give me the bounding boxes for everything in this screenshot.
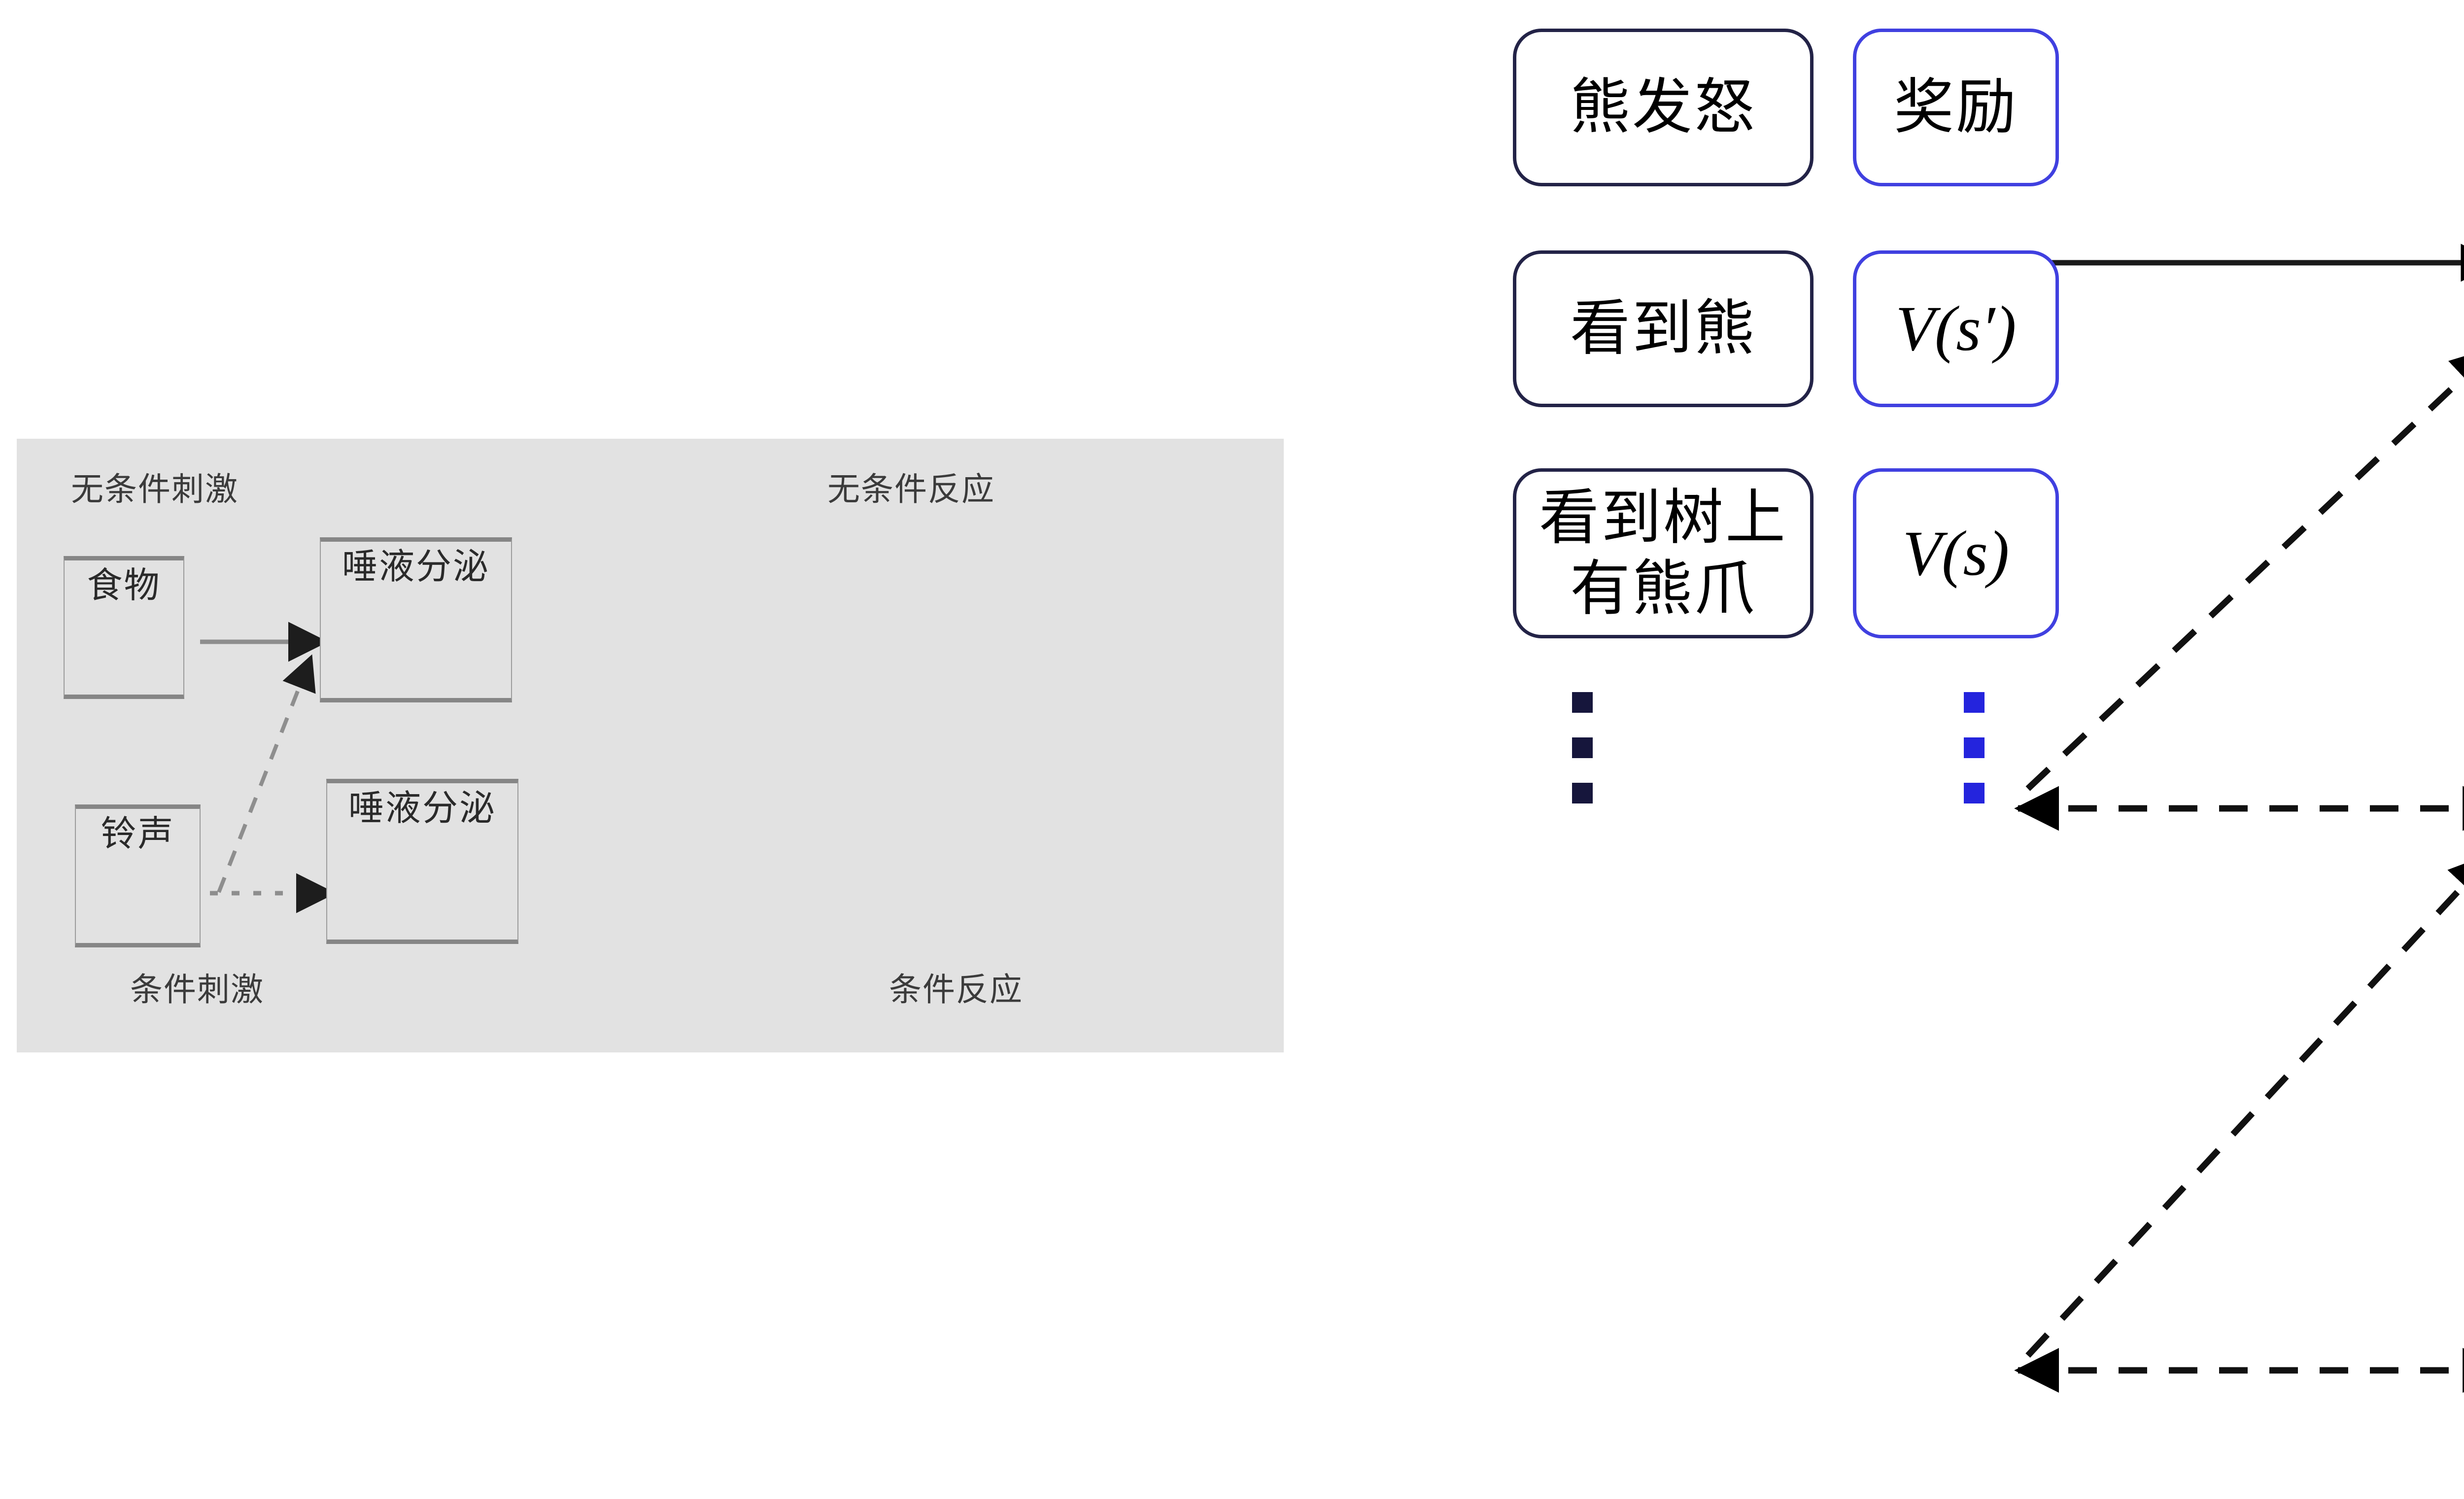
caption-conditioned-stimulus: 条件刺激 <box>130 971 264 1009</box>
ellipsis-dot <box>1572 692 1593 713</box>
box-salivation-conditioned: 唾液分泌 <box>326 779 518 944</box>
ellipsis-dot <box>1964 783 1985 803</box>
edge-see-bear-to-reward <box>2025 346 2464 791</box>
node-reward-label: 奖励 <box>1894 72 2018 142</box>
box-salivation-unconditioned: 唾液分泌 <box>320 537 512 702</box>
td-diagram-connectors <box>2014 244 2464 1393</box>
classical-conditioning-panel: 无条件刺激 无条件反应 条件刺激 条件反应 食物 铃声 唾液分泌 唾液分泌 <box>17 439 1284 1052</box>
node-see-bear-label: 看到熊 <box>1570 293 1756 364</box>
node-value-s-prime-label: V(s′) <box>1895 293 2017 364</box>
ellipsis-dot <box>1572 737 1593 758</box>
node-bear-angry[interactable]: 熊发怒 <box>1513 29 1814 186</box>
ellipsis-dot <box>1572 783 1593 803</box>
node-value-s[interactable]: V(s) <box>1853 468 2059 638</box>
caption-conditioned-response: 条件反应 <box>889 971 1023 1009</box>
edge-claw-to-v-s-prime <box>2025 852 2464 1358</box>
classical-conditioning-connectors <box>200 622 336 913</box>
node-reward[interactable]: 奖励 <box>1853 29 2059 186</box>
ellipsis-right-column <box>1964 692 1985 803</box>
box-food-label: 食物 <box>87 564 161 606</box>
ellipsis-left-column <box>1572 692 1593 803</box>
ellipsis-dot <box>1964 692 1985 713</box>
edge-bell-to-salivation-upper <box>217 654 316 893</box>
box-bell-label: 铃声 <box>101 813 175 854</box>
caption-unconditioned-stimulus: 无条件刺激 <box>71 470 239 508</box>
box-salivation-2-label: 唾液分泌 <box>348 787 496 829</box>
td-learning-panel: 熊发怒 看到熊 看到树上 有熊爪 奖励 V(s′) V(s) <box>1429 0 2464 1499</box>
box-bell: 铃声 <box>75 804 201 947</box>
node-value-s-label: V(s) <box>1902 518 2010 589</box>
node-see-bear[interactable]: 看到熊 <box>1513 250 1814 407</box>
node-value-s-prime[interactable]: V(s′) <box>1853 250 2059 407</box>
node-bear-angry-label: 熊发怒 <box>1570 72 1756 142</box>
ellipsis-dot <box>1964 737 1985 758</box>
box-salivation-1-label: 唾液分泌 <box>342 546 490 587</box>
caption-unconditioned-response: 无条件反应 <box>827 470 995 508</box>
box-food: 食物 <box>64 556 184 699</box>
node-see-bear-claw[interactable]: 看到树上 有熊爪 <box>1513 468 1814 638</box>
node-see-bear-claw-label: 看到树上 有熊爪 <box>1539 482 1787 624</box>
